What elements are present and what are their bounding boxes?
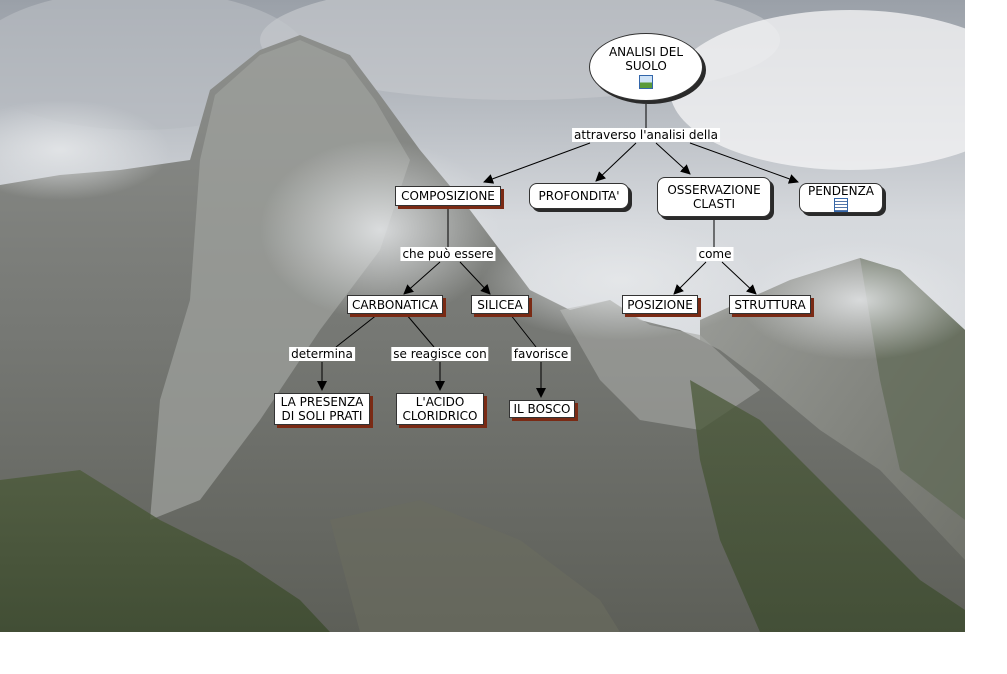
node-il-bosco[interactable]: IL BOSCO xyxy=(509,400,575,418)
node-struttura[interactable]: STRUTTURA xyxy=(729,295,811,314)
node-silicea-label: SILICEA xyxy=(477,297,523,312)
node-osservazione-clasti[interactable]: OSSERVAZIONE CLASTI xyxy=(657,177,771,217)
node-acido-cloridrico[interactable]: L'ACIDO CLORIDRICO xyxy=(396,393,484,425)
node-pendenza-label: PENDENZA xyxy=(807,184,875,198)
node-posizione[interactable]: POSIZIONE xyxy=(622,295,698,314)
node-il-bosco-label: IL BOSCO xyxy=(513,402,571,416)
node-la-presenza[interactable]: LA PRESENZA DI SOLI PRATI xyxy=(274,393,370,425)
mountain-background-image xyxy=(0,0,965,632)
node-la-presenza-label: LA PRESENZA DI SOLI PRATI xyxy=(280,395,364,423)
image-icon[interactable] xyxy=(639,75,653,89)
link-reagisce-label: se reagisce con xyxy=(391,347,489,361)
link-che-puo-essere-label: che può essere xyxy=(400,247,496,261)
node-osservazione-clasti-label: OSSERVAZIONE CLASTI xyxy=(667,183,761,211)
node-silicea[interactable]: SILICEA xyxy=(471,295,529,314)
node-analisi-del-suolo[interactable]: ANALISI DEL SUOLO xyxy=(589,33,703,101)
node-carbonatica[interactable]: CARBONATICA xyxy=(347,295,443,314)
node-pendenza[interactable]: PENDENZA xyxy=(799,183,883,213)
node-posizione-label: POSIZIONE xyxy=(627,297,693,312)
link-favorisce-label: favorisce xyxy=(511,347,571,361)
node-analisi-del-suolo-label: ANALISI DEL SUOLO xyxy=(608,45,684,73)
node-composizione[interactable]: COMPOSIZIONE xyxy=(395,186,501,206)
node-profondita[interactable]: PROFONDITA' xyxy=(529,183,629,209)
link-attraverso-label: attraverso l'analisi della xyxy=(572,128,720,142)
node-acido-cloridrico-label: L'ACIDO CLORIDRICO xyxy=(402,395,478,423)
link-come-label: come xyxy=(696,247,734,261)
node-struttura-label: STRUTTURA xyxy=(734,297,806,312)
node-composizione-label: COMPOSIZIONE xyxy=(401,189,495,203)
document-icon[interactable] xyxy=(834,198,848,212)
link-determina-label: determina xyxy=(289,347,355,361)
node-profondita-label: PROFONDITA' xyxy=(538,189,620,203)
node-carbonatica-label: CARBONATICA xyxy=(351,297,439,312)
